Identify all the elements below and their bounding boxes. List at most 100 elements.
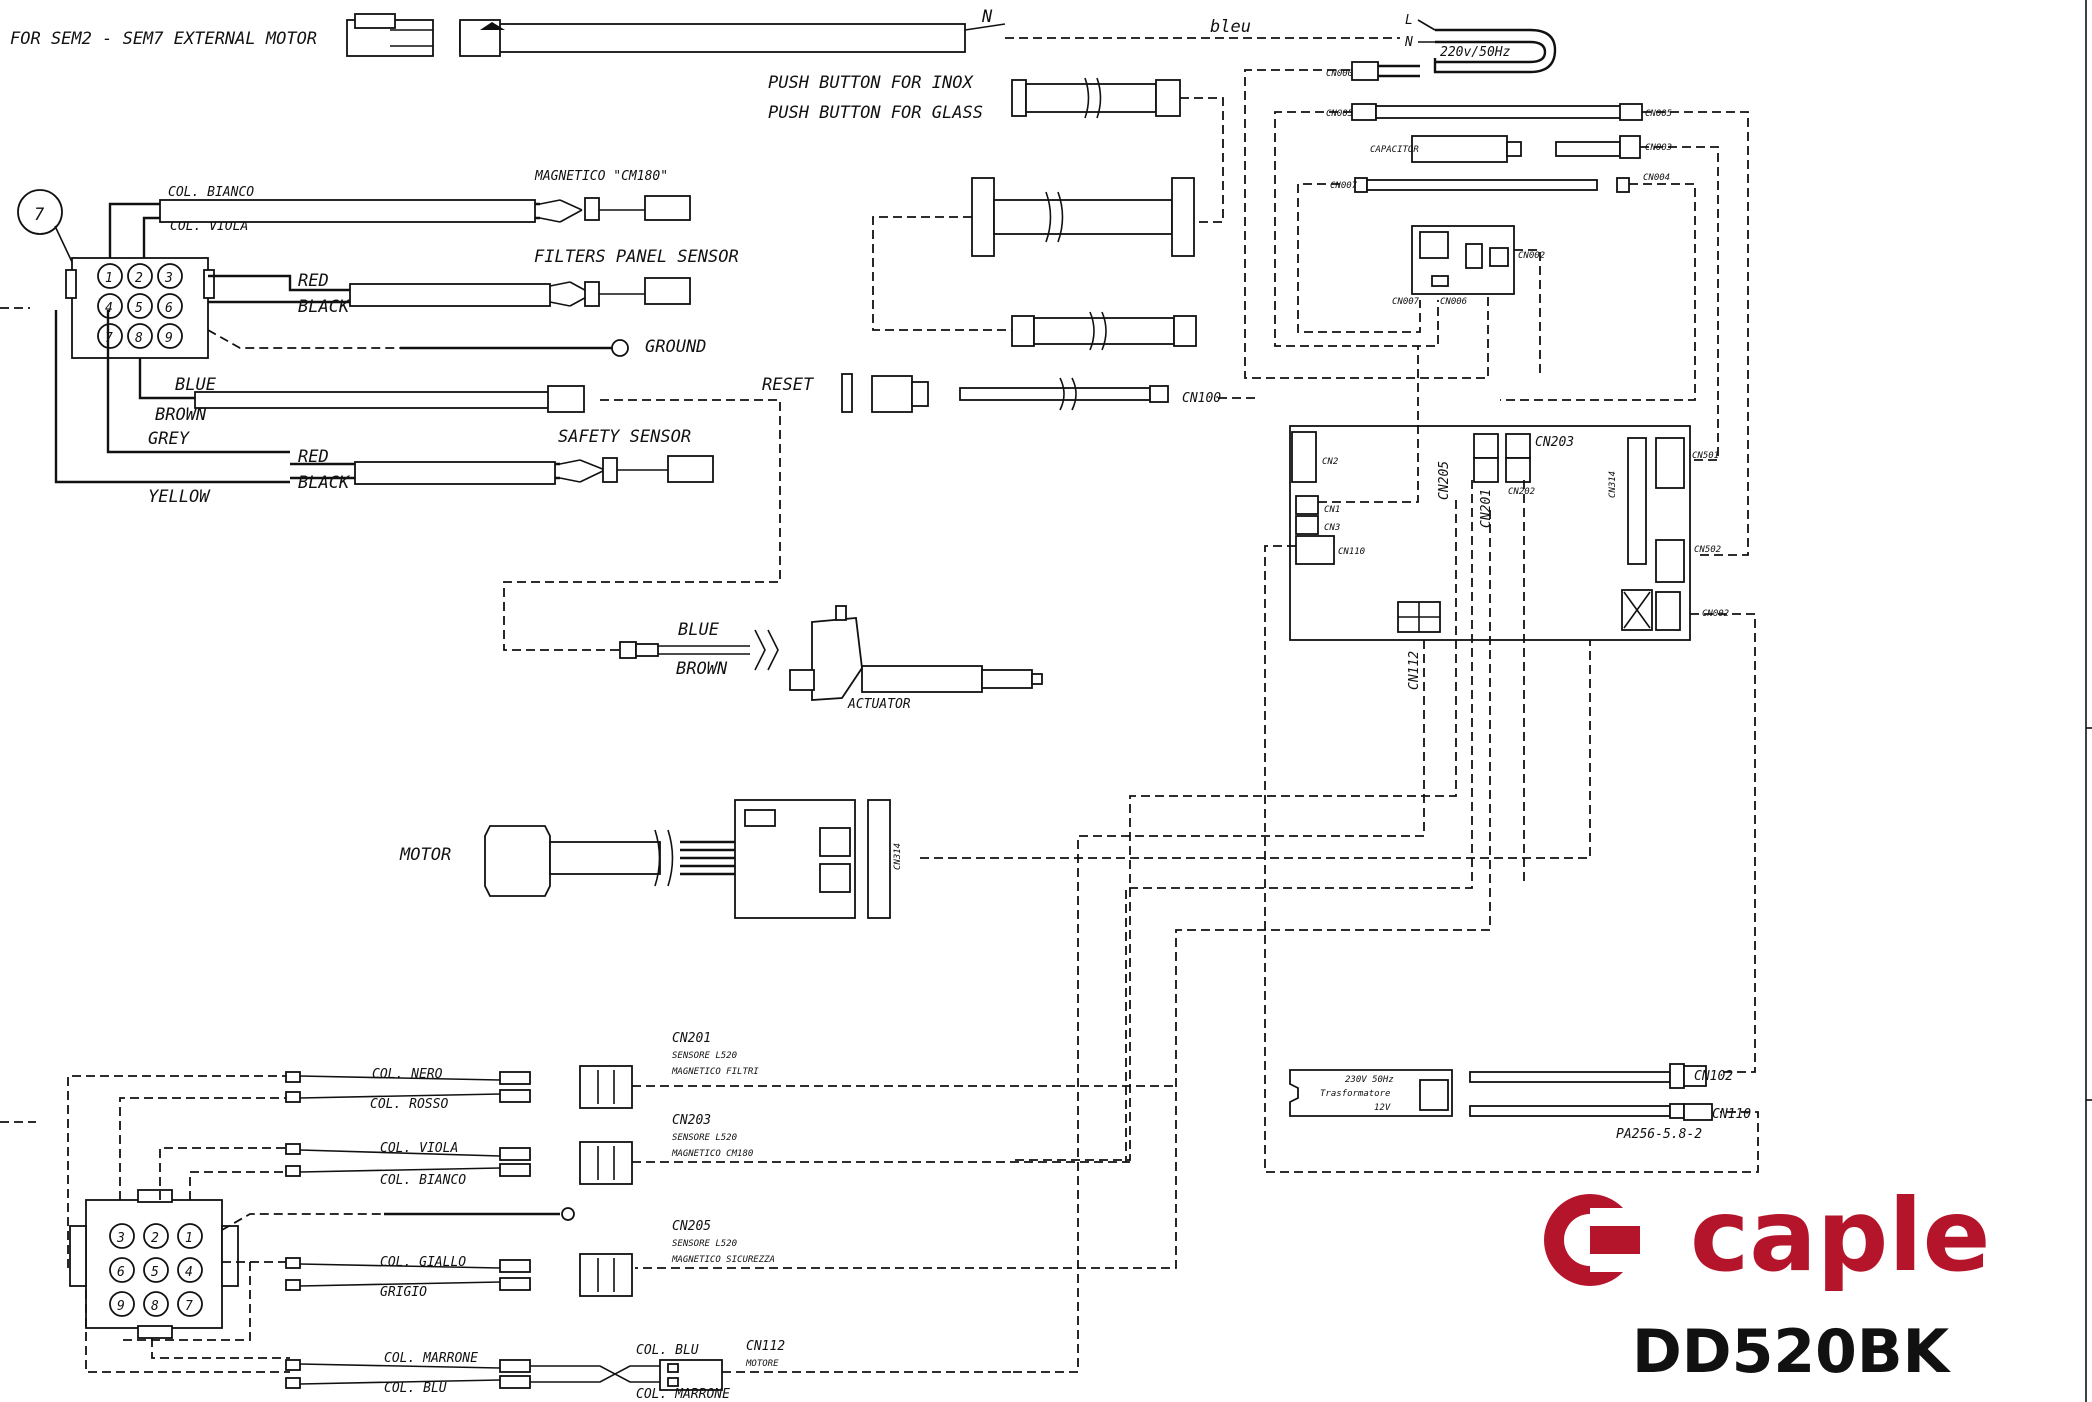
cn205-l2-label: MAGNETICO SICUREZZA xyxy=(671,1255,775,1265)
ribbon-cable-lower xyxy=(1011,311,1197,351)
cn203-c2-label: COL. BIANCO xyxy=(380,1173,466,1188)
ground-label: GROUND xyxy=(645,337,706,357)
connector-pin xyxy=(143,1291,169,1317)
model-number: DD520BK xyxy=(1632,1317,1952,1387)
push-button-cable xyxy=(1011,77,1181,119)
blue-wire-label: BLUE xyxy=(175,375,217,395)
ribbon-cable xyxy=(971,177,1195,257)
connector-pin xyxy=(127,293,153,319)
wire-bleu-label: bleu xyxy=(1210,17,1251,37)
reset-button xyxy=(841,373,1169,413)
push-button-glass-label: PUSH BUTTON FOR GLASS xyxy=(768,103,983,123)
connector-pin xyxy=(109,1291,135,1317)
pin-number: 8 xyxy=(151,1299,159,1314)
pin-number: 2 xyxy=(151,1231,159,1246)
pin-number: 1 xyxy=(105,271,113,286)
board-cn202-label: CN202 xyxy=(1508,487,1535,497)
cn-e-label: CN007 xyxy=(1330,181,1358,191)
wire-n-label: N xyxy=(981,7,993,27)
cn205-c2-label: GRIGIO xyxy=(380,1285,427,1300)
transformer-cn110-label: CN110 xyxy=(1712,1107,1751,1122)
cn201-c2-label: COL. ROSSO xyxy=(370,1097,448,1112)
connector-pin xyxy=(109,1257,135,1283)
filters-panel-sensor-label: FILTERS PANEL SENSOR xyxy=(534,247,739,267)
cn201-l2-label: MAGNETICO FILTRI xyxy=(671,1067,759,1077)
pin-number: 9 xyxy=(165,331,173,346)
actuator-brown-label: BROWN xyxy=(676,659,728,679)
brand-name: caple xyxy=(1690,1177,1990,1294)
magnetico-cm180-label: MAGNETICO "CM180" xyxy=(534,169,668,184)
cn203-l1-label: SENSORE L520 xyxy=(672,1133,737,1143)
cn-a-label: CN000 xyxy=(1326,69,1353,79)
external-motor-label: FOR SEM2 - SEM7 EXTERNAL MOTOR xyxy=(10,29,317,49)
cn112-id-label: CN112 xyxy=(746,1339,785,1354)
mains-supply: L N 220v/50Hz xyxy=(1404,13,1557,74)
connector-pin xyxy=(143,1257,169,1283)
cn203-id-label: CN203 xyxy=(672,1113,711,1128)
connector-pin xyxy=(143,1223,169,1249)
col-bianco-label: COL. BIANCO xyxy=(168,185,254,200)
pin-number: 3 xyxy=(164,271,173,286)
connector-pin xyxy=(177,1291,203,1317)
board-cn112-label: CN112 xyxy=(1407,651,1422,690)
safety-sensor-label: SAFETY SENSOR xyxy=(558,427,691,447)
connector-pin xyxy=(157,293,183,319)
wire-cn203 xyxy=(285,1141,633,1185)
transformer-cn102-label: CN102 xyxy=(1694,1069,1733,1084)
cn-c-label: CN005 xyxy=(1645,109,1672,119)
connector-pin xyxy=(127,263,153,289)
pin-number: 3 xyxy=(116,1231,125,1246)
brown-wire-label: BROWN xyxy=(155,405,207,425)
pin-number: 4 xyxy=(105,301,113,316)
board-cn2-label: CN007 xyxy=(1392,297,1420,307)
board-cn314-label: CN314 xyxy=(1608,471,1618,498)
black2-wire-label: BLACK xyxy=(298,473,351,493)
main-control-board: CN2 CN1 CN3 CN110 CN203 CN202 CN205 CN20… xyxy=(1264,346,1759,1173)
board-cn2-label: CN2 xyxy=(1322,457,1338,467)
pin-number: 2 xyxy=(135,271,143,286)
motor-cn314-label: CN314 xyxy=(893,843,903,870)
black-wire-label: BLACK xyxy=(298,297,351,317)
cn-d-label: CN003 xyxy=(1645,143,1672,153)
mains-n-label: N xyxy=(1404,35,1413,50)
motor-harness xyxy=(484,799,891,919)
transformer: 230V 50Hz Trasformatore 12V xyxy=(1289,1063,1713,1121)
board-cn201-label: CN201 xyxy=(1479,489,1494,528)
wire-cn205 xyxy=(285,1253,633,1297)
connector-pin xyxy=(157,323,183,349)
cn203-l2-label: MAGNETICO CM180 xyxy=(671,1149,753,1159)
transformer-line3: 12V xyxy=(1374,1103,1391,1113)
grey-wire-label: GREY xyxy=(148,429,191,449)
board-cn1-label: CN002 xyxy=(1518,251,1545,261)
red2-wire-label: RED xyxy=(298,447,329,467)
pin-number: 1 xyxy=(185,1231,193,1246)
connector-pin xyxy=(97,323,123,349)
pin-number: 4 xyxy=(185,1265,193,1280)
board-cn3-label: CN006 xyxy=(1440,297,1467,307)
cn205-c1-label: COL. GIALLO xyxy=(380,1255,466,1270)
connector-pin xyxy=(177,1223,203,1249)
board-cn3-label: CN3 xyxy=(1324,523,1340,533)
mains-voltage-label: 220v/50Hz xyxy=(1440,45,1511,60)
mains-l-label: L xyxy=(1405,13,1413,28)
pin-number: 5 xyxy=(135,301,143,316)
cn112-c2-label: COL. BLU xyxy=(384,1381,447,1396)
actuator-blue-label: BLUE xyxy=(678,620,720,640)
transformer-line2: Trasformatore xyxy=(1320,1089,1390,1099)
reset-label: RESET xyxy=(762,375,815,395)
capacitor-label: CAPACITOR xyxy=(1370,145,1419,155)
pin-number: 7 xyxy=(185,1299,193,1314)
connector-pin xyxy=(157,263,183,289)
pin-number: 8 xyxy=(135,331,143,346)
cn205-id-label: CN205 xyxy=(672,1219,711,1234)
yellow-wire-label: YELLOW xyxy=(148,487,211,507)
pin-number: 6 xyxy=(117,1265,125,1280)
board-cn501-label: CN501 xyxy=(1692,451,1719,461)
cn201-l1-label: SENSORE L520 xyxy=(672,1051,737,1061)
cn203-c1-label: COL. VIOLA xyxy=(380,1141,458,1156)
motor-label: MOTOR xyxy=(399,845,451,865)
cn201-c1-label: COL. NERO xyxy=(372,1067,443,1082)
actuator-assembly xyxy=(619,605,1043,701)
